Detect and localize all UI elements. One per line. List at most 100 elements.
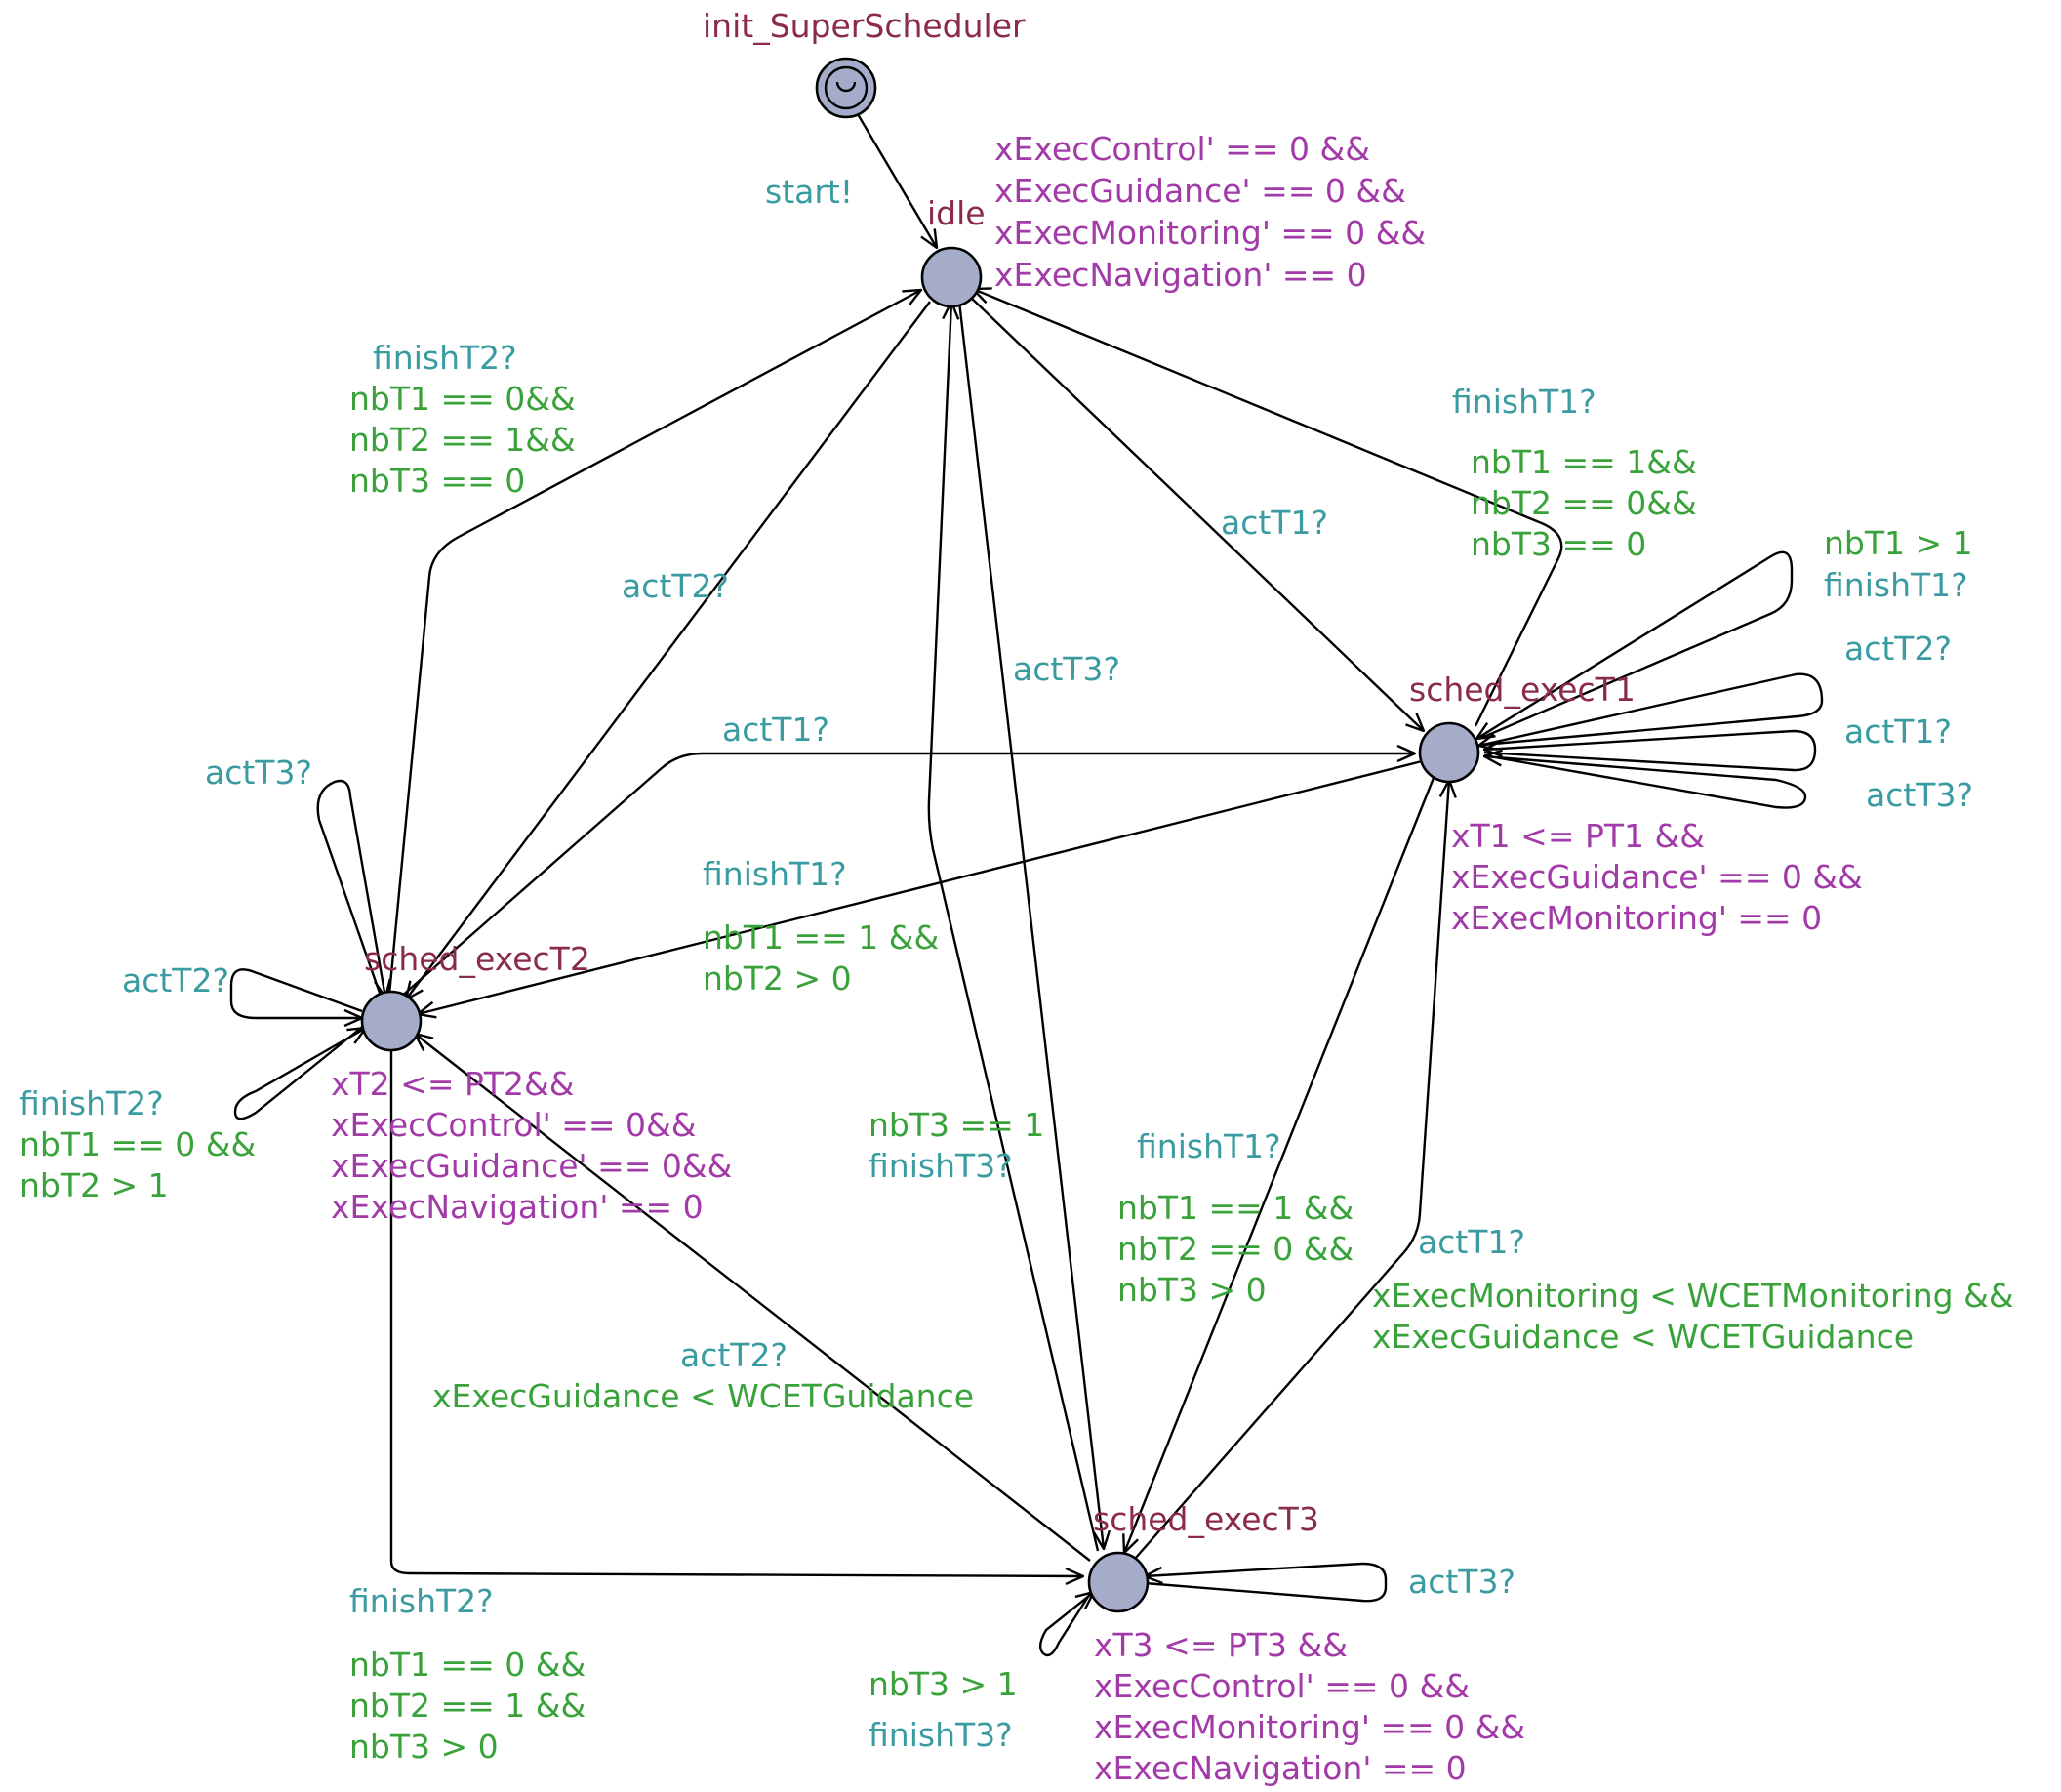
location-name-sched-execT3: sched_execT3 (1093, 1500, 1319, 1538)
edge-idle-to-t2 (406, 301, 931, 999)
sync-label: finishT3? (869, 1716, 1013, 1754)
sync-label: finishT1? (1824, 566, 1968, 604)
sync-label: finishT2? (349, 1582, 494, 1620)
label-t1-t2: finishT1? nbT1 == 1 && nbT2 > 0 (703, 855, 939, 998)
location-sched-execT1-node (1418, 721, 1480, 784)
edge-t3-to-t1 (1134, 780, 1449, 1560)
label-t3-t1: actT1? xExecMonitoring < WCETMonitoring … (1372, 1223, 2014, 1356)
location-sched-execT2-node (360, 990, 423, 1052)
guard-label: nbT3 == 0 (1471, 525, 1646, 563)
guard-label: nbT3 > 0 (1117, 1271, 1267, 1309)
label-t1-self-actT3: actT3? (1866, 776, 1973, 814)
edge-t1-to-idle (973, 289, 1563, 727)
sync-label: finishT2? (20, 1084, 164, 1122)
label-t3-t2: actT2? xExecGuidance < WCETGuidance (432, 1336, 974, 1415)
edge-t1-self-actT1 (1484, 729, 1817, 772)
edge-t2-to-t3 (389, 1047, 1083, 1576)
guard-label: nbT1 > 1 (1824, 524, 1973, 562)
sync-label: actT2? (680, 1336, 788, 1374)
invariant-sched-execT3: xT3 <= PT3 && xExecControl' == 0 && xExe… (1094, 1626, 1525, 1787)
label-init-idle-sync: start! (765, 173, 853, 211)
invariant-line: xExecGuidance' == 0&& (331, 1147, 732, 1185)
sync-label: finishT1? (1137, 1127, 1281, 1165)
guard-label: xExecGuidance < WCETGuidance (1372, 1318, 1914, 1356)
guard-label: xExecGuidance < WCETGuidance (432, 1377, 974, 1415)
location-sched-execT3-node (1087, 1551, 1150, 1613)
label-t3-idle: nbT3 == 1 finishT3? (869, 1106, 1044, 1185)
edge-t2-self-actT3 (316, 779, 385, 998)
invariant-line: xExecMonitoring' == 0 && (994, 214, 1426, 252)
label-idle-t3-sync: actT3? (1013, 650, 1120, 688)
label-t1-self-finish: nbT1 > 1 finishT1? (1824, 524, 1973, 604)
invariant-line: xExecControl' == 0 && (1094, 1667, 1470, 1705)
guard-label: nbT1 == 0 && (20, 1125, 256, 1163)
label-idle-t2-sync: actT2? (622, 567, 729, 605)
location-name-idle: idle (927, 194, 986, 232)
guard-label: nbT1 == 1 && (1117, 1189, 1354, 1227)
label-t2-t1-sync: actT1? (722, 711, 829, 749)
edge-t1-self-finish (1476, 550, 1794, 739)
edge-t1-to-t2 (418, 759, 1423, 1014)
label-t3-self-actT3: actT3? (1408, 1563, 1515, 1601)
invariant-line: xT3 <= PT3 && (1094, 1626, 1348, 1664)
guard-label: nbT2 == 1 && (349, 1687, 586, 1725)
guard-label: nbT3 == 1 (869, 1106, 1044, 1144)
edge-t1-self-actT3 (1484, 755, 1807, 809)
label-t1-idle: finishT1? nbT1 == 1&& nbT2 == 0&& nbT3 =… (1452, 383, 1697, 563)
guard-label: nbT1 == 0&& (349, 380, 576, 418)
invariant-line: xExecControl' == 0 && (994, 130, 1370, 168)
label-t1-self-actT1: actT1? (1844, 713, 1952, 751)
invariant-line: xExecGuidance' == 0 && (1451, 858, 1863, 896)
location-name-sched-execT1: sched_execT1 (1409, 671, 1636, 709)
location-name-init: init_SuperScheduler (703, 7, 1026, 45)
location-name-sched-execT2: sched_execT2 (364, 940, 590, 978)
invariant-sched-execT1: xT1 <= PT1 && xExecGuidance' == 0 && xEx… (1451, 817, 1863, 937)
invariant-line: xT1 <= PT1 && (1451, 817, 1705, 855)
sync-label: finishT1? (703, 855, 847, 893)
edge-t3-self-actT3 (1145, 1562, 1388, 1603)
invariant-idle: xExecControl' == 0 && xExecGuidance' == … (994, 130, 1426, 294)
edge-idle-to-t3 (957, 301, 1104, 1549)
edge-t3-to-idle (927, 302, 1100, 1552)
invariant-line: xT2 <= PT2&& (331, 1065, 574, 1103)
location-init (815, 57, 877, 119)
guard-label: nbT2 > 1 (20, 1166, 169, 1204)
sync-label: finishT3? (869, 1147, 1013, 1185)
guard-label: nbT2 == 0&& (1471, 484, 1697, 522)
invariant-sched-execT2: xT2 <= PT2&& xExecControl' == 0&& xExecG… (331, 1065, 732, 1226)
label-t3-self-finish: nbT3 > 1 finishT3? (869, 1665, 1018, 1754)
edge-t1-self-actT2 (1478, 672, 1824, 746)
guard-label: nbT3 > 1 (869, 1665, 1018, 1703)
guard-label: xExecMonitoring < WCETMonitoring && (1372, 1277, 2014, 1315)
guard-label: nbT1 == 1 && (703, 918, 939, 957)
label-t2-self-actT3: actT3? (205, 753, 312, 792)
edge-t3-to-t2 (415, 1034, 1091, 1562)
guard-label: nbT2 == 1&& (349, 421, 576, 459)
label-t2-idle: finishT2? nbT1 == 0&& nbT2 == 1&& nbT3 =… (349, 339, 576, 500)
label-t1-self-actT2: actT2? (1844, 630, 1952, 668)
sync-label: finishT2? (373, 339, 517, 377)
invariant-line: xExecNavigation' == 0 (994, 256, 1367, 294)
edge-t2-to-idle-finish (387, 290, 921, 996)
label-idle-t1-sync: actT1? (1221, 504, 1328, 542)
guard-label: nbT2 > 0 (703, 959, 852, 998)
edge-t1-to-t3 (1124, 777, 1435, 1553)
label-t1-t3: finishT1? nbT1 == 1 && nbT2 == 0 && nbT3… (1117, 1127, 1354, 1309)
invariant-line: xExecNavigation' == 0 (1094, 1749, 1467, 1787)
guard-label: nbT1 == 0 && (349, 1646, 586, 1684)
guard-label: nbT1 == 1&& (1471, 443, 1697, 481)
edge-init-to-idle (856, 113, 937, 248)
invariant-line: xExecMonitoring' == 0 && (1094, 1708, 1525, 1746)
edge-t2-to-t1 (399, 753, 1415, 998)
edges (229, 113, 1824, 1657)
location-idle-node (920, 246, 983, 308)
edge-t3-self-finish (1038, 1588, 1094, 1657)
invariant-line: xExecGuidance' == 0 && (994, 172, 1406, 210)
guard-label: nbT3 == 0 (349, 462, 525, 500)
invariant-line: xExecNavigation' == 0 (331, 1188, 704, 1226)
guard-label: nbT2 == 0 && (1117, 1230, 1354, 1268)
invariant-line: xExecControl' == 0&& (331, 1106, 696, 1144)
guard-label: nbT3 > 0 (349, 1728, 499, 1766)
initial-marker-icon (824, 65, 869, 110)
